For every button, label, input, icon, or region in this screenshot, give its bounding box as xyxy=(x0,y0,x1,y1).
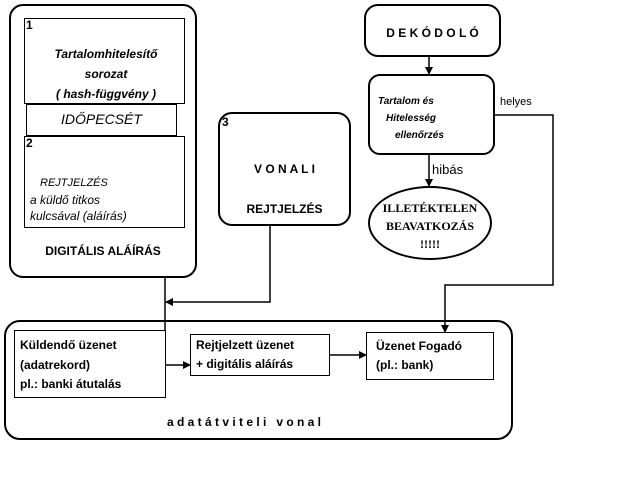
verification-line-2: Hitelesség xyxy=(386,113,437,124)
hash-line-2: sorozat xyxy=(84,67,128,81)
decoder-label: D E K Ó D O L Ó xyxy=(386,26,479,40)
receiver-box xyxy=(366,332,494,380)
verification-line-3: ellenőrzés xyxy=(395,130,444,141)
encrypt-line-3: kulcsával (aláírás) xyxy=(30,209,127,223)
digital-signature-title: DIGITÁLIS ALÁÍRÁS xyxy=(45,244,161,258)
alert-line-1: ILLETÉKTELEN xyxy=(382,201,478,215)
data-channel-caption: a d a t á t v i t e l i v o n a l xyxy=(166,415,322,429)
decoder-box xyxy=(364,4,501,57)
sender-line-2: (adatrekord) xyxy=(20,358,91,372)
verification-line-1: Tartalom és xyxy=(378,96,434,107)
receiver-line-1: Üzenet Fogadó xyxy=(376,339,462,353)
timestamp-label: IDŐPECSÉT xyxy=(61,111,142,127)
hash-line-3: ( hash-függvény ) xyxy=(55,87,156,101)
sender-line-1: Küldendő üzenet xyxy=(20,338,117,352)
encrypt-line-1: REJTJELZÉS xyxy=(40,177,108,189)
alert-line-3: !!!!! xyxy=(420,237,440,251)
verification-box xyxy=(368,74,495,155)
encrypt-line-2: a küldő titkos xyxy=(30,193,101,207)
encrypted-line-2: + digitális aláírás xyxy=(196,357,294,371)
line-encryption-number: 3 xyxy=(222,115,229,129)
wrong-label: hibás xyxy=(432,162,464,177)
line-encryption-line-2: REJTJELZÉS xyxy=(246,202,323,216)
sender-line-3: pl.: banki átutalás xyxy=(20,377,122,391)
signature-encrypt-number: 2 xyxy=(26,136,33,150)
encrypted-line-1: Rejtjelzett üzenet xyxy=(196,338,295,352)
sender-message-box xyxy=(14,330,166,398)
alert-line-2: BEAVATKOZÁS xyxy=(385,219,475,233)
hash-line-1: Tartalomhitelesítő xyxy=(54,47,158,61)
hash-box-number: 1 xyxy=(26,18,33,32)
timestamp-box xyxy=(26,104,177,136)
line-encryption-line-1: V O N A L I xyxy=(254,162,315,176)
encrypted-message-box xyxy=(190,334,330,376)
correct-label: helyes xyxy=(500,96,532,108)
signature-encrypt-box xyxy=(24,136,185,228)
hash-box xyxy=(24,18,185,104)
line-encryption-box xyxy=(218,112,351,226)
unauthorized-intervention-ellipse xyxy=(368,186,492,260)
receiver-line-2: (pl.: bank) xyxy=(376,358,434,372)
